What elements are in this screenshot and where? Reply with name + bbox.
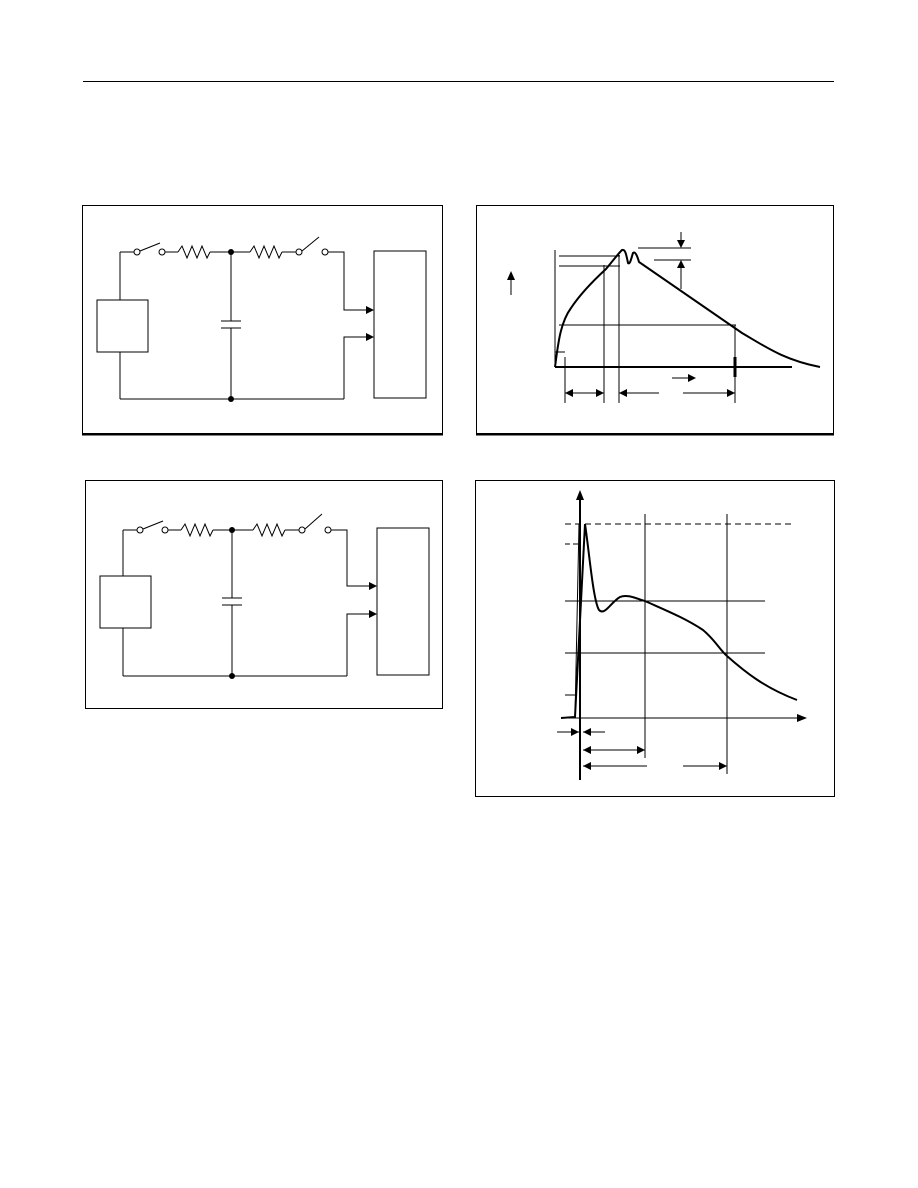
circuit-diagram-1: [82, 205, 444, 437]
waveform-1-svg: [476, 205, 834, 436]
device-box: [376, 527, 430, 676]
source-box: [99, 575, 152, 629]
waveform-2-svg: [475, 480, 835, 797]
circuit-2-svg: [85, 480, 443, 709]
waveform-diagram-1: [476, 205, 836, 437]
circuit-diagram-2: [85, 480, 445, 712]
source-box: [96, 299, 149, 353]
waveform-diagram-2: [475, 480, 837, 800]
circuit-1-svg: [82, 205, 443, 436]
device-box: [373, 250, 427, 399]
header-rule: [83, 81, 834, 82]
